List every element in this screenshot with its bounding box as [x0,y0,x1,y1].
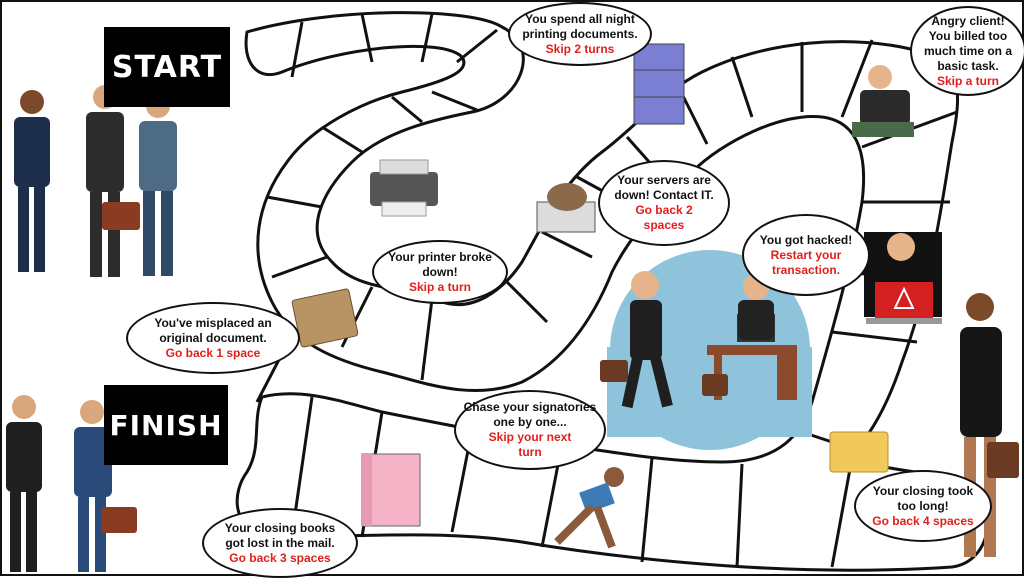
bubble-servers: Your servers are down! Contact IT. Go ba… [598,160,730,246]
start-label: START [104,27,230,107]
bubble-signatories: Chase your signatories one by one... Ski… [454,390,606,470]
printer-icon [370,159,438,217]
folder-icon [829,431,889,473]
angry-client-icon [852,65,914,137]
bubble-penalty: Skip a turn [936,73,999,88]
bubble-text: Your closing books got lost in the mail. [224,520,336,550]
binder-icon [361,453,421,527]
bubble-printing: You spend all night printing documents. … [508,2,652,66]
bubble-penalty: Restart your transaction. [770,247,842,277]
bubble-text: Angry client! You billed too much time o… [923,13,1012,73]
bubble-closing-books: Your closing books got lost in the mail.… [202,508,358,578]
bubble-penalty: Go back 4 spaces [872,513,974,528]
parcel-icon [291,288,359,348]
bubble-penalty: Skip a turn [408,279,471,294]
bubble-text: You spend all night printing documents. [522,11,638,41]
finish-label: FINISH [104,385,228,465]
bubble-printer: Your printer broke down! Skip a turn [372,240,508,304]
bubble-penalty: Go back 2 spaces [635,203,693,232]
hacked-laptop-icon [864,232,942,324]
bubble-misplaced: You've misplaced an original document. G… [126,302,300,374]
bubble-text: You've misplaced an original document. [154,315,272,345]
bubble-closing-long: Your closing took too long! Go back 4 sp… [854,470,992,542]
bubble-text: Chase your signatories one by one... [463,400,597,429]
bubble-text: You got hacked! [759,232,853,247]
bubble-penalty: Skip 2 turns [545,41,615,56]
businesspeople-icon [6,395,137,572]
businesspeople-icon [14,85,177,277]
bubble-penalty: Skip your next turn [488,430,572,459]
bubble-hacked: You got hacked! Restart your transaction… [742,214,870,296]
bubble-angry-client: Angry client! You billed too much time o… [910,6,1024,96]
bubble-penalty: Go back 3 spaces [229,550,331,565]
bubble-text: Your printer broke down! [388,249,492,279]
bubble-text: Your servers are down! Contact IT. [614,173,714,202]
sloth-icon [536,183,596,233]
bubble-penalty: Go back 1 space [165,345,261,360]
bubble-text: Your closing took too long! [872,483,974,513]
runner-icon [554,467,624,549]
filing-cabinet-icon [633,43,685,125]
